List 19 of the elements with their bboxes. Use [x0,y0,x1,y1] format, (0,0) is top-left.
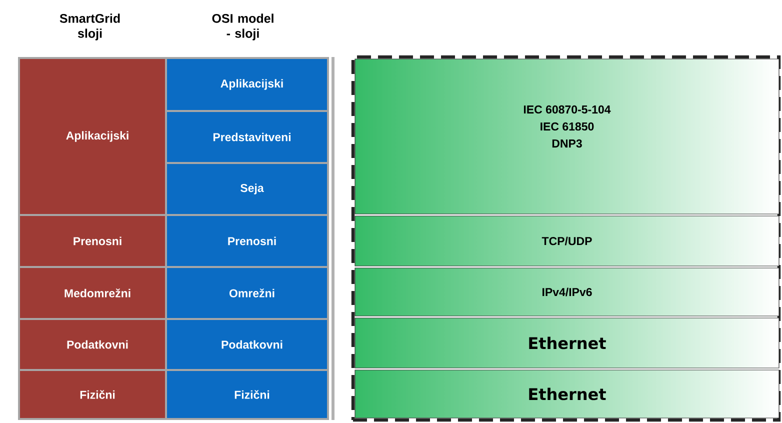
layer-cell: Medomrežni [20,268,165,318]
layer-cell: Podatkovni [167,320,327,369]
column-heading: SmartGrid sloji [60,14,120,40]
layer-cell: Podatkovni [20,320,165,369]
layer-cell: Prenosni [20,216,165,266]
protocol-band: Ethernet [354,370,780,418]
layer-cell: Omrežni [167,268,327,318]
layer-cell: Fizični [20,371,165,418]
layer-cell: Predstavitveni [167,112,327,162]
layer-cell: Fizični [167,371,327,418]
protocol-band: Ethernet [354,318,780,368]
layer-cell: Seja [167,164,327,214]
protocol-band: TCP/UDP [354,216,780,266]
layer-cell: Prenosni [167,216,327,266]
column-heading: OSI model - sloji [212,14,274,40]
dashed-frame [351,55,781,422]
layer-cell: Aplikacijski [167,59,327,110]
protocol-band: IPv4/IPv6 [354,268,780,316]
layer-cell: Aplikacijski [20,59,165,214]
